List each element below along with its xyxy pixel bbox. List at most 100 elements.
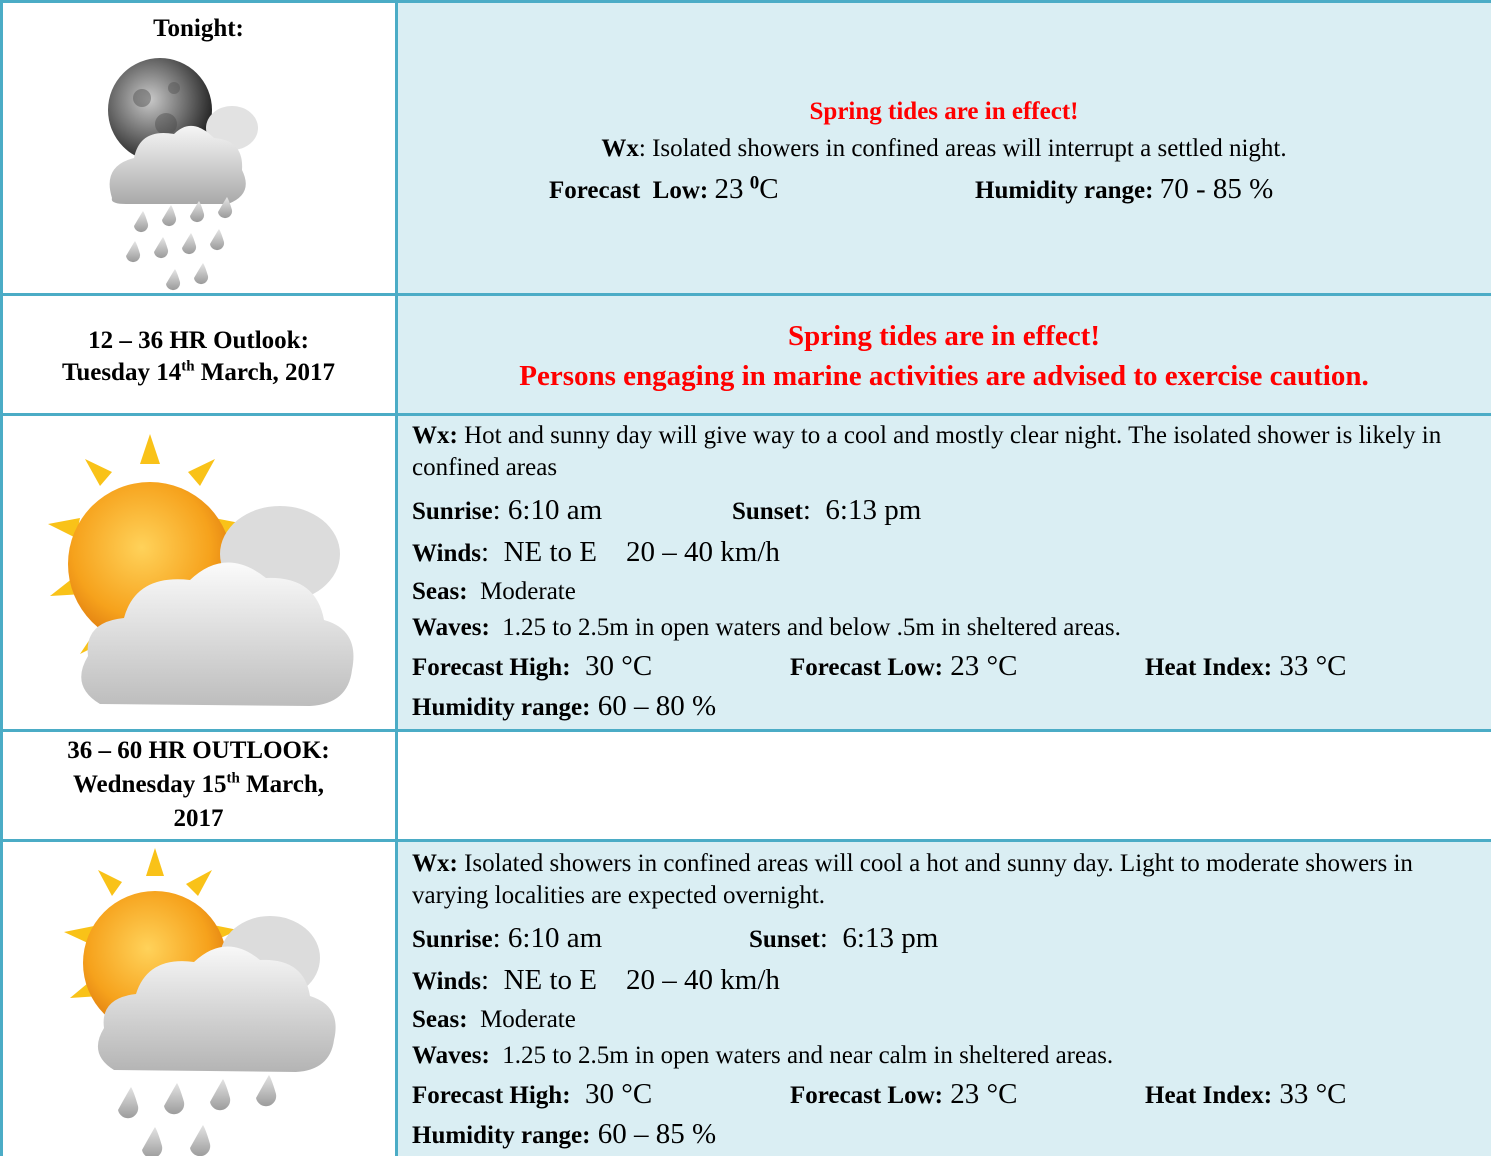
outlook-12-36-winds-label: Winds bbox=[412, 540, 482, 567]
tonight-low-sup: 0 bbox=[749, 172, 760, 194]
outlook-36-60-sunrise-label: Sunrise bbox=[412, 926, 493, 953]
outlook-36-60-heat: Heat Index: 33 °C bbox=[1145, 1078, 1347, 1112]
outlook-36-60-year: 2017 bbox=[173, 805, 224, 832]
outlook-12-36-wx: Wx: Hot and sunny day will give way to a… bbox=[412, 420, 1463, 484]
outlook-36-60-seas: Seas: Moderate bbox=[412, 1004, 576, 1036]
outlook-36-60-seas-label: Seas: bbox=[412, 1006, 468, 1033]
outlook-12-36-winds-value: : NE to E 20 – 40 km/h bbox=[481, 536, 780, 568]
column-divider bbox=[395, 416, 398, 729]
outlook-12-36-humidity-label: Humidity range: bbox=[412, 694, 591, 721]
tonight-wx-text: : Isolated showers in confined areas wil… bbox=[638, 135, 1287, 162]
outlook-36-60-high-label: Forecast High: bbox=[412, 1082, 571, 1109]
row-tonight: Tonight: bbox=[0, 0, 1491, 293]
outlook-12-36-high: Forecast High: 30 °C bbox=[412, 650, 652, 684]
column-divider bbox=[395, 732, 398, 839]
moon-cloud-rain-icon bbox=[82, 58, 262, 298]
tonight-low: Forecast Low: 23 0C bbox=[549, 173, 779, 207]
outlook-36-60-date-sup: th bbox=[226, 770, 240, 787]
sun-cloud-rain-icon bbox=[60, 848, 360, 1156]
row-outlook-36-60-detail: Wx: Isolated showers in confined areas w… bbox=[0, 842, 1491, 1156]
row-divider bbox=[0, 293, 1491, 296]
outlook-12-36-detail-cell: Wx: Hot and sunny day will give way to a… bbox=[397, 416, 1491, 729]
row-outlook-12-36-header: 12 – 36 HR Outlook: Tuesday 14th March, … bbox=[0, 296, 1491, 413]
outlook-36-60-humidity: Humidity range: 60 – 85 % bbox=[412, 1118, 716, 1152]
row-outlook-36-60-header: 36 – 60 HR OUTLOOK: Wednesday 15th March… bbox=[0, 732, 1491, 839]
tonight-low-unit: C bbox=[759, 173, 779, 205]
outlook-12-36-high-label: Forecast High: bbox=[412, 654, 571, 681]
row-divider bbox=[0, 413, 1491, 416]
outlook-36-60-detail-cell: Wx: Isolated showers in confined areas w… bbox=[397, 842, 1491, 1156]
outlook-36-60-label-cell: 36 – 60 HR OUTLOOK: Wednesday 15th March… bbox=[0, 732, 397, 839]
outlook-12-36-heat-value: 33 °C bbox=[1272, 650, 1347, 682]
outlook-12-36-date-sup: th bbox=[181, 358, 195, 375]
outlook-36-60-waves-label: Waves: bbox=[412, 1042, 490, 1069]
outlook-12-36-seas-value: Moderate bbox=[467, 578, 576, 605]
outlook-12-36-wx-label: Wx: bbox=[412, 422, 458, 449]
outlook-36-60-empty-cell bbox=[397, 732, 1491, 839]
outlook-36-60-waves-value: 1.25 to 2.5m in open waters and near cal… bbox=[489, 1042, 1114, 1069]
outlook-12-36-icon-cell bbox=[0, 416, 397, 729]
outlook-36-60-humidity-label: Humidity range: bbox=[412, 1122, 591, 1149]
outlook-12-36-alert-2: Persons engaging in marine activities ar… bbox=[519, 360, 1369, 392]
tonight-alert: Spring tides are in effect! bbox=[809, 98, 1079, 125]
outlook-36-60-winds-label: Winds bbox=[412, 968, 482, 995]
row-divider bbox=[0, 839, 1491, 842]
outlook-36-60-seas-value: Moderate bbox=[467, 1006, 576, 1033]
tonight-humidity: Humidity range: 70 - 85 % bbox=[975, 173, 1273, 207]
outlook-36-60-high: Forecast High: 30 °C bbox=[412, 1078, 652, 1112]
outlook-36-60-low-value: 23 °C bbox=[942, 1078, 1018, 1110]
outlook-12-36-winds: Winds: NE to E 20 – 40 km/h bbox=[412, 536, 780, 570]
outlook-36-60-low: Forecast Low: 23 °C bbox=[790, 1078, 1017, 1112]
outlook-12-36-waves: Waves: 1.25 to 2.5m in open waters and b… bbox=[412, 612, 1121, 644]
sun-cloud-icon bbox=[40, 434, 380, 719]
outlook-12-36-low: Forecast Low: 23 °C bbox=[790, 650, 1017, 684]
outlook-36-60-heat-label: Heat Index: bbox=[1145, 1082, 1273, 1109]
column-divider bbox=[395, 296, 398, 413]
outlook-36-60-winds-value: : NE to E 20 – 40 km/h bbox=[481, 964, 780, 996]
tonight-wx-label: Wx bbox=[601, 135, 639, 162]
outlook-12-36-waves-value: 1.25 to 2.5m in open waters and below .5… bbox=[489, 614, 1121, 641]
outlook-12-36-heat-label: Heat Index: bbox=[1145, 654, 1273, 681]
tonight-humidity-value: 70 - 85 % bbox=[1159, 173, 1274, 205]
outlook-36-60-low-label: Forecast Low: bbox=[790, 1082, 943, 1109]
outlook-36-60-title: 36 – 60 HR OUTLOOK: bbox=[67, 737, 330, 764]
row-divider bbox=[0, 729, 1491, 732]
outlook-12-36-alert-cell: Spring tides are in effect! Persons enga… bbox=[397, 296, 1491, 413]
outlook-12-36-sunset-label: Sunset bbox=[732, 498, 803, 525]
outlook-36-60-sunrise-value: : 6:10 am bbox=[492, 922, 603, 954]
outlook-36-60-waves: Waves: 1.25 to 2.5m in open waters and n… bbox=[412, 1040, 1113, 1072]
outlook-12-36-low-label: Forecast Low: bbox=[790, 654, 943, 681]
outlook-36-60-heat-value: 33 °C bbox=[1272, 1078, 1347, 1110]
row-outlook-12-36-detail: Wx: Hot and sunny day will give way to a… bbox=[0, 416, 1491, 729]
tonight-label: Tonight: bbox=[153, 15, 244, 42]
outlook-36-60-date-rest: March, bbox=[239, 771, 325, 798]
table-border-top bbox=[0, 0, 1491, 3]
outlook-36-60-sunset-value: : 6:13 pm bbox=[819, 922, 939, 954]
outlook-12-36-seas-label: Seas: bbox=[412, 578, 468, 605]
outlook-12-36-sunset-value: : 6:13 pm bbox=[802, 494, 922, 526]
outlook-12-36-date: Tuesday 14th March, 2017 bbox=[0, 358, 397, 388]
table-border-left bbox=[0, 0, 3, 1156]
outlook-12-36-humidity-value: 60 – 80 % bbox=[590, 690, 717, 722]
tonight-low-label: Forecast Low: bbox=[549, 177, 709, 204]
column-divider bbox=[395, 0, 398, 293]
tonight-detail-cell: Spring tides are in effect! Wx: Isolated… bbox=[397, 0, 1491, 293]
outlook-36-60-wx-label: Wx: bbox=[412, 850, 458, 877]
outlook-36-60-humidity-value: 60 – 85 % bbox=[590, 1118, 717, 1150]
outlook-12-36-sunrise-label: Sunrise bbox=[412, 498, 493, 525]
outlook-12-36-humidity: Humidity range: 60 – 80 % bbox=[412, 690, 716, 724]
outlook-12-36-high-value: 30 °C bbox=[570, 650, 653, 682]
outlook-36-60-sunset: Sunset: 6:13 pm bbox=[749, 922, 938, 956]
outlook-36-60-date-day: Wednesday 15 bbox=[72, 771, 227, 798]
outlook-12-36-waves-label: Waves: bbox=[412, 614, 490, 641]
outlook-12-36-title: 12 – 36 HR Outlook: bbox=[88, 327, 309, 354]
outlook-12-36-sunset: Sunset: 6:13 pm bbox=[732, 494, 921, 528]
outlook-12-36-heat: Heat Index: 33 °C bbox=[1145, 650, 1347, 684]
outlook-12-36-wx-text: Hot and sunny day will give way to a coo… bbox=[412, 422, 1442, 481]
tonight-humidity-label: Humidity range: bbox=[975, 177, 1154, 204]
outlook-36-60-winds: Winds: NE to E 20 – 40 km/h bbox=[412, 964, 780, 998]
outlook-36-60-sunset-label: Sunset bbox=[749, 926, 820, 953]
outlook-36-60-icon-cell bbox=[0, 842, 397, 1156]
tonight-wx: Wx: Isolated showers in confined areas w… bbox=[397, 133, 1491, 165]
